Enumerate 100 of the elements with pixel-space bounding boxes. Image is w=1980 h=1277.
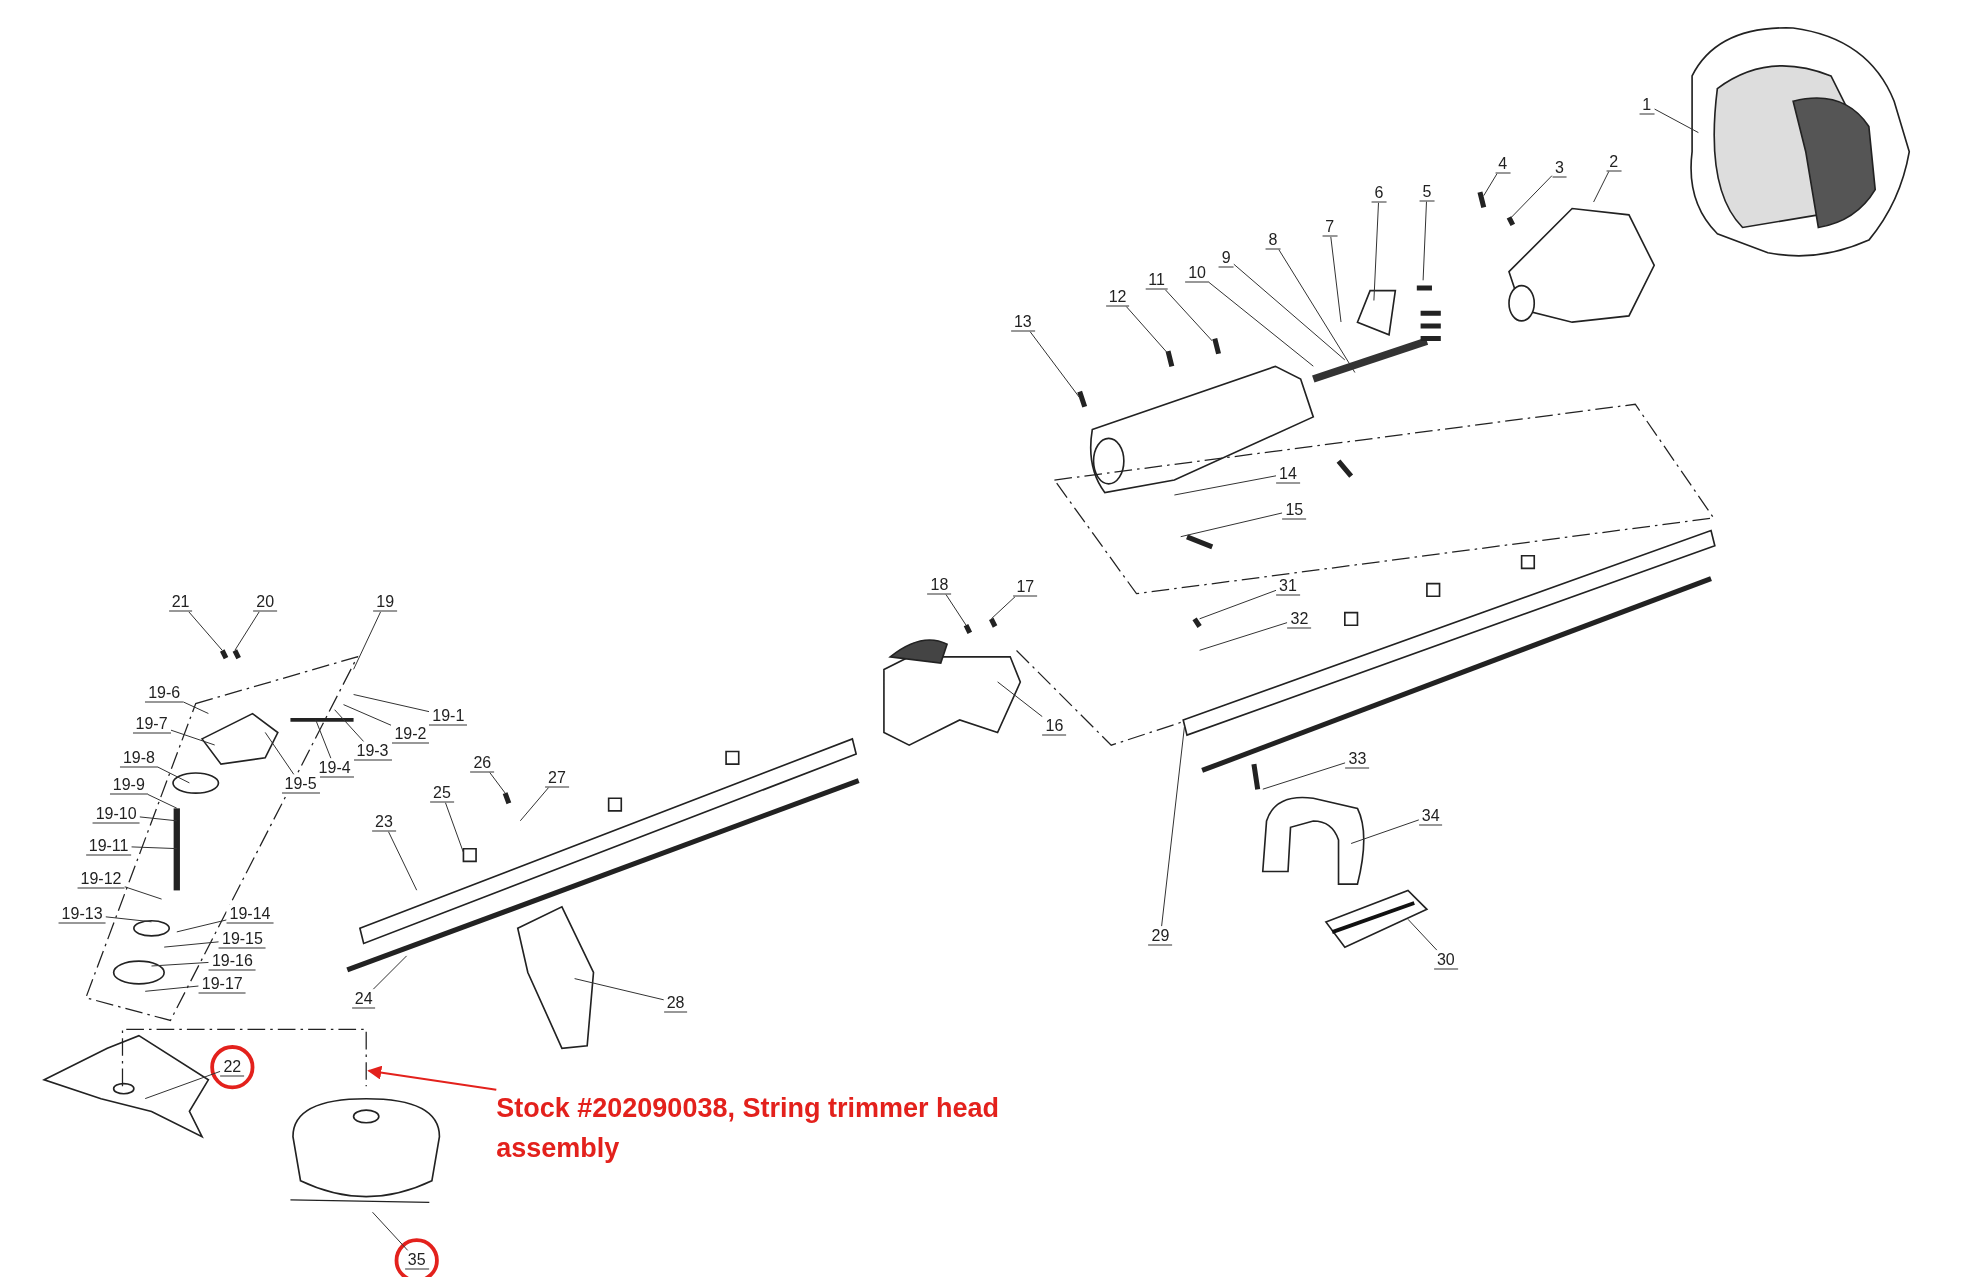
leader-line [1199,589,1277,620]
leader-line [1180,512,1283,538]
callout-number: 34 [1418,806,1443,826]
callout-number: 19-1 [429,706,468,726]
leader-line [1278,248,1356,373]
leader-line [144,985,200,992]
callout-number: 5 [1419,182,1435,202]
leader-line [372,1211,409,1252]
leader-line [997,681,1043,718]
callout-number: 14 [1276,464,1300,484]
leader-line [1373,202,1379,301]
callout-number: 30 [1433,950,1458,970]
leader-line [234,611,260,651]
leader-line [1653,108,1699,134]
leader-line [1029,331,1081,399]
callout-number: 3 [1552,158,1567,178]
callout-number: 19-3 [353,741,392,761]
leader-line [264,731,295,776]
leader-line [1161,725,1185,927]
callout-number: 19-16 [208,951,256,971]
callout-number: 19-10 [92,804,140,824]
callout-number: 7 [1322,217,1338,237]
leader-line [372,955,408,990]
callout-number: 19-14 [226,904,274,924]
callout-number: 32 [1287,609,1312,629]
leader-line [343,704,392,726]
callout-number: 15 [1282,500,1307,520]
callout-number: 35 [404,1250,429,1270]
leader-line [163,941,220,948]
callout-number: 12 [1105,287,1130,307]
callout-number: 24 [351,989,376,1009]
callout-number: 11 [1145,270,1168,290]
callout-number: 31 [1276,576,1300,596]
leader-line [151,961,210,967]
callout-number: 19-11 [85,836,132,856]
callout-number: 19-5 [281,774,320,794]
leader-line [139,816,178,822]
callout-number: 22 [220,1057,245,1077]
leader-line [1511,175,1553,218]
leader-line [1422,200,1427,281]
leader-line [353,694,430,713]
callout-number: 1 [1639,95,1655,115]
callout-number: 19-17 [198,974,246,994]
leader-line [182,701,209,714]
leader-line [144,1070,221,1100]
callout-number: 21 [168,592,193,612]
leader-line [1173,475,1277,496]
leader-line [157,766,190,784]
callout-number: 4 [1495,154,1511,174]
callout-number: 29 [1148,926,1173,946]
callout-number: 26 [470,753,495,773]
callout-number: 9 [1218,248,1234,268]
leader-line [131,846,178,850]
callout-number: 19-9 [109,775,148,795]
leader-line [1350,819,1420,844]
callout-number: 19-2 [391,724,430,744]
leader-line [990,596,1016,620]
callout-number: 20 [253,592,278,612]
leader-line [387,831,418,891]
callout-number: 19-12 [77,869,125,889]
leader-line [574,978,665,1001]
callout-number: 27 [545,768,569,788]
callout-number: 10 [1185,263,1209,283]
leader-line [124,886,163,900]
callout-number: 13 [1010,312,1035,332]
callout-number: 17 [1013,577,1038,597]
leader-line [1199,622,1288,651]
leader-line [176,919,228,933]
leader-line [147,793,178,809]
leader-line [945,593,967,626]
arrow [367,1065,498,1091]
leader-line [1262,762,1347,790]
callout-number: 6 [1371,183,1387,203]
leader-line [1407,918,1438,951]
leader-line [1164,289,1213,342]
callout-number: 28 [663,993,688,1013]
leader-line [1233,263,1346,361]
leader-line [1483,173,1498,197]
leader-line [353,611,382,670]
callout-number: 23 [372,812,396,832]
leader-line [1330,236,1342,323]
leader-line [519,786,550,822]
callout-number: 19-8 [119,748,158,768]
callout-number: 33 [1345,749,1370,769]
callout-number: 19 [373,592,397,612]
leader-line [1125,305,1169,355]
leader-line [105,916,152,923]
callout-number: 19-15 [219,930,266,949]
callout-number: 19-6 [145,683,184,703]
leader-line [170,729,216,746]
callout-number: 16 [1042,716,1067,736]
leader-line [188,611,223,651]
annotation-text: Stock #202090038, String trimmer head assembly [496,1088,1017,1169]
callout-number: 2 [1606,152,1622,172]
callout-number: 19-13 [58,904,106,924]
callout-number: 8 [1265,230,1281,250]
leader-line [1208,281,1314,367]
leader-line [489,771,506,794]
callout-number: 18 [927,575,952,595]
leader-line [315,719,332,759]
